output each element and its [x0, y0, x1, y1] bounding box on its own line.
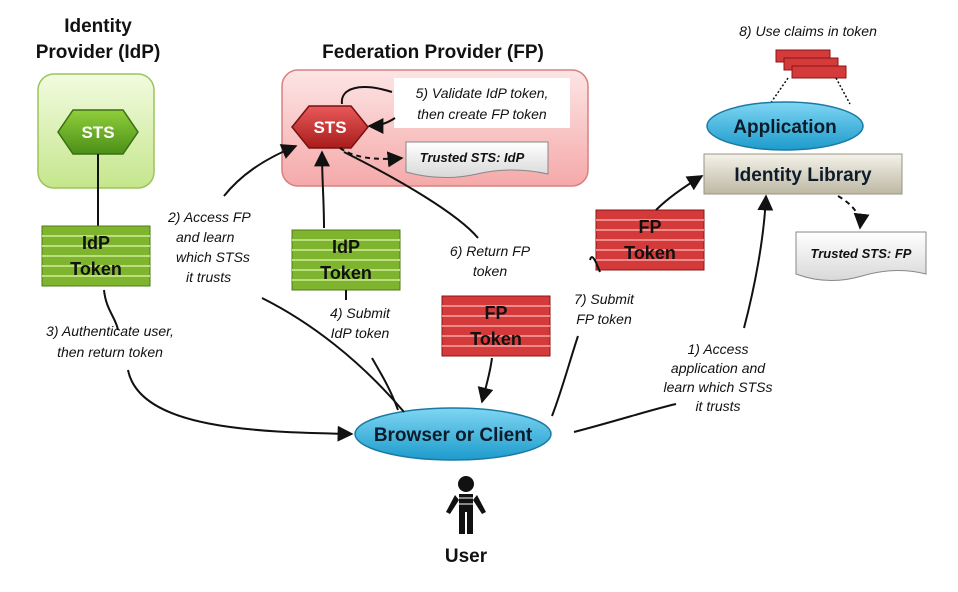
step3-arrow	[127, 369, 354, 442]
app-trusted-doc	[795, 231, 927, 282]
fp-trusted-doc-label: Trusted STS: IdP	[420, 150, 525, 165]
idp-token-mid-line2: Token	[320, 263, 372, 283]
fp-token-right-line1: FP	[638, 217, 661, 237]
browser-client-oval	[354, 407, 552, 461]
fp-token-right-line2: Token	[624, 243, 676, 263]
step2-line2: and learn	[176, 229, 235, 245]
step2-line1: 2) Access FP	[167, 209, 251, 225]
step6-label: 6) Return FP token	[450, 243, 531, 279]
step4-label: 4) Submit IdP token	[330, 305, 391, 341]
application-label: Application	[733, 117, 836, 138]
step1-arrow	[743, 194, 774, 329]
step4-line-bottom	[371, 357, 399, 411]
step7-line2: FP token	[576, 311, 632, 327]
fp-trusted-doc	[405, 141, 549, 179]
idp-section: Identity Provider (IdP) STS	[36, 16, 161, 189]
step7-line1: 7) Submit	[574, 291, 635, 307]
fp-token-bottom-line2: Token	[470, 329, 522, 349]
step4-line2: IdP token	[331, 325, 390, 341]
fp-validate-loop-b	[367, 117, 396, 134]
fp-title: Federation Provider (FP)	[322, 42, 544, 63]
step1-line1: 1) Access	[688, 341, 749, 357]
step3-line2: then return token	[57, 344, 163, 360]
step4-arrow	[314, 150, 331, 229]
browser-client-label: Browser or Client	[374, 425, 533, 446]
idp-token-mid: IdP Token	[291, 229, 401, 291]
fp-token-bottom: FP Token	[441, 295, 551, 357]
app-section: 8) Use claims in token Application Ident…	[703, 23, 927, 282]
step2-line4: it trusts	[186, 269, 231, 285]
step6-arrow	[477, 357, 494, 404]
step1-line4: it trusts	[695, 398, 740, 414]
idp-token-left-line1: IdP	[82, 233, 110, 253]
step6-line2: token	[473, 263, 507, 279]
step7-line-mid	[589, 256, 601, 273]
step6-line	[343, 151, 479, 239]
app-trusted-doc-label: Trusted STS: FP	[811, 246, 912, 261]
claim-card-3	[791, 65, 847, 79]
claims-dotted-right	[835, 77, 851, 105]
fp-token-right: FP Token	[595, 209, 705, 271]
fp-sts-label: STS	[313, 118, 346, 137]
user-label: User	[445, 546, 488, 567]
idp-token-left-line2: Token	[70, 259, 122, 279]
step1-label: 1) Access application and learn which ST…	[664, 341, 773, 414]
identity-library-box	[703, 153, 903, 195]
identity-library-label: Identity Library	[734, 165, 872, 186]
step2-arrow	[223, 144, 298, 197]
step7-label: 7) Submit FP token	[574, 291, 635, 327]
step3-line1: 3) Authenticate user,	[46, 323, 174, 339]
step1-line-bottom	[573, 403, 677, 433]
idp-sts-label: STS	[81, 123, 114, 142]
fp-token-bottom-line1: FP	[484, 303, 507, 323]
step2-line-bottom	[261, 297, 405, 413]
step4-line1: 4) Submit	[330, 305, 391, 321]
step1-line2: application and	[671, 360, 766, 376]
step1-line3: learn which STSs	[664, 379, 773, 395]
idp-title-line2: Provider (IdP)	[36, 42, 161, 63]
claims-label: 8) Use claims in token	[739, 23, 877, 39]
user-icon	[446, 476, 486, 534]
idp-sts-hexagon	[57, 109, 139, 155]
step2-label: 2) Access FP and learn which STSs it tru…	[167, 209, 251, 285]
application-oval	[706, 101, 864, 151]
idp-token-left: IdP Token	[41, 225, 151, 287]
idp-token-mid-line1: IdP	[332, 237, 360, 257]
idp-title-line1: Identity	[64, 16, 132, 37]
step7-line-bottom	[551, 335, 579, 417]
step3-line-top	[103, 289, 119, 331]
library-to-doc-dashed	[837, 195, 870, 230]
fp-note-box	[394, 78, 570, 128]
fp-note-line2: then create FP token	[417, 106, 547, 122]
step6-line1: 6) Return FP	[450, 243, 531, 259]
step3-label: 3) Authenticate user, then return token	[46, 323, 174, 360]
fp-validate-loop-a	[340, 86, 393, 105]
step7-arrow	[655, 175, 704, 211]
fp-sts-to-doc-dashed	[339, 147, 404, 168]
step2-line3: which STSs	[176, 249, 250, 265]
fp-note-line1: 5) Validate IdP token,	[416, 85, 549, 101]
fp-section: Federation Provider (FP) STS 5) Validate…	[281, 42, 589, 187]
claims-dotted-left	[769, 77, 789, 105]
